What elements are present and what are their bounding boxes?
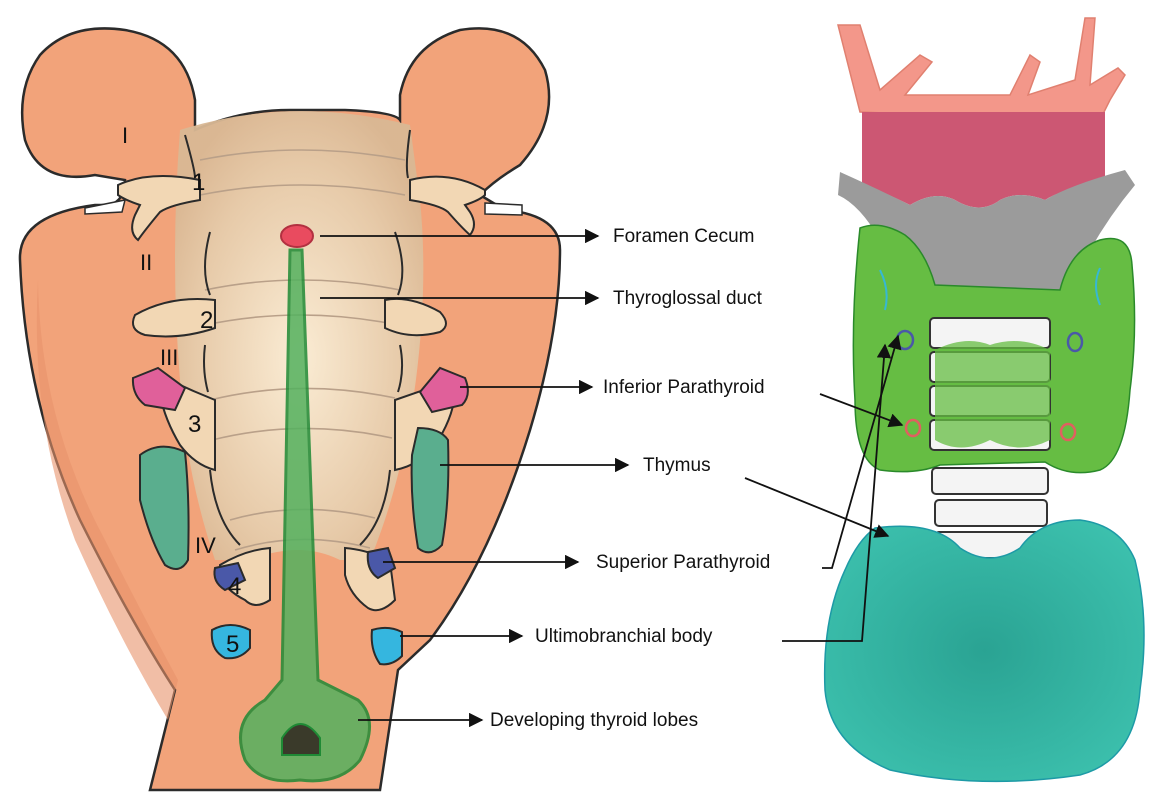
label-inferior-parathyroid: Inferior Parathyroid [603, 377, 765, 398]
foramen-cecum-dot [281, 225, 313, 247]
arch-label-iii: III [160, 345, 178, 370]
thyroid-isthmus [935, 341, 1050, 448]
adult-neck [825, 18, 1144, 781]
arch-label-i: I [122, 123, 128, 148]
label-foramen-cecum: Foramen Cecum [613, 226, 755, 247]
thymus-adult [825, 520, 1144, 781]
label-thymus: Thymus [643, 455, 711, 476]
cleft-right [485, 203, 522, 215]
embryonic-pharynx: I II III IV 1 2 3 4 5 [20, 28, 560, 790]
pouch-number-3: 3 [188, 411, 201, 438]
ultimobranchial-body-right [372, 628, 402, 664]
cleft-left [85, 200, 125, 214]
thymus-primordium-right [412, 428, 449, 552]
pouch-number-2: 2 [200, 307, 213, 334]
connector-thymus [745, 478, 888, 536]
label-thyroglossal-duct: Thyroglossal duct [613, 288, 763, 309]
pouch-number-5: 5 [226, 631, 239, 658]
label-developing-thyroid-lobes: Developing thyroid lobes [490, 710, 698, 731]
arch-label-ii: II [140, 250, 152, 275]
hyoid-bone [838, 18, 1125, 120]
trachea-ring [935, 500, 1047, 526]
pouch-number-1: 1 [192, 169, 205, 196]
label-superior-parathyroid: Superior Parathyroid [596, 552, 770, 573]
trachea-ring [932, 468, 1048, 494]
arch-label-iv: IV [195, 533, 216, 558]
pouch-number-4: 4 [228, 573, 241, 600]
label-ultimobranchial-body: Ultimobranchial body [535, 626, 713, 647]
